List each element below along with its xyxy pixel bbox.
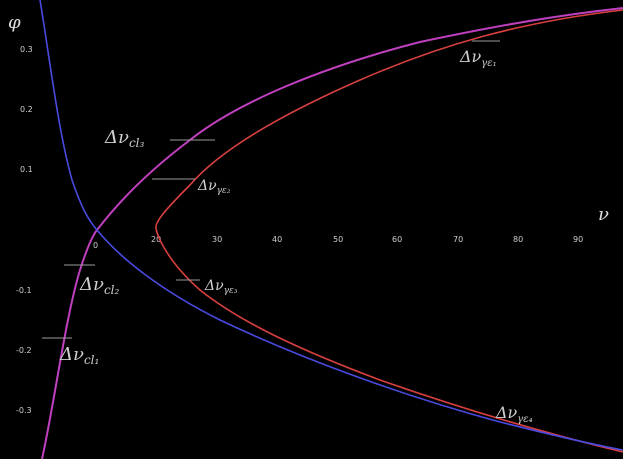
svg-text:0.3: 0.3 [20,45,33,54]
svg-text:-0.2: -0.2 [16,346,32,355]
x-axis-label: ν [598,204,609,225]
svg-text:0.1: 0.1 [20,165,33,174]
annotation-markers [42,40,500,339]
svg-text:-0.3: -0.3 [16,406,32,415]
svg-text:20: 20 [151,235,161,244]
svg-text:-0.1: -0.1 [16,286,32,295]
svg-text:90: 90 [573,235,583,244]
label-delta-nu-gamma1: Δνγε₁ [459,47,497,69]
svg-text:80: 80 [513,235,523,244]
y-axis-label: φ [8,12,21,33]
label-delta-nu-cl3: Δνcl₃ [104,127,145,150]
label-delta-nu-gamma4: Δνγε₄ [495,403,533,425]
x-ticks: 20 30 40 50 60 70 80 90 [151,235,583,244]
label-delta-nu-gamma2: Δνγε₂ [197,178,231,196]
svg-text:60: 60 [392,235,402,244]
blue-curve [39,0,623,451]
red-curve [155,9,623,453]
label-delta-nu-cl2: Δνcl₂ [79,274,120,297]
svg-text:0.2: 0.2 [20,105,33,114]
y-ticks: 0.3 0.2 0.1 -0.1 -0.2 -0.3 [16,45,33,415]
label-delta-nu-cl1: Δνcl₁ [59,344,99,367]
svg-text:70: 70 [453,235,463,244]
svg-text:30: 30 [212,235,222,244]
magenta-curve [41,7,623,459]
origin-label: 0 [93,241,98,250]
svg-text:40: 40 [272,235,282,244]
svg-text:50: 50 [333,235,343,244]
label-delta-nu-gamma3: Δνγε₃ [204,278,238,296]
